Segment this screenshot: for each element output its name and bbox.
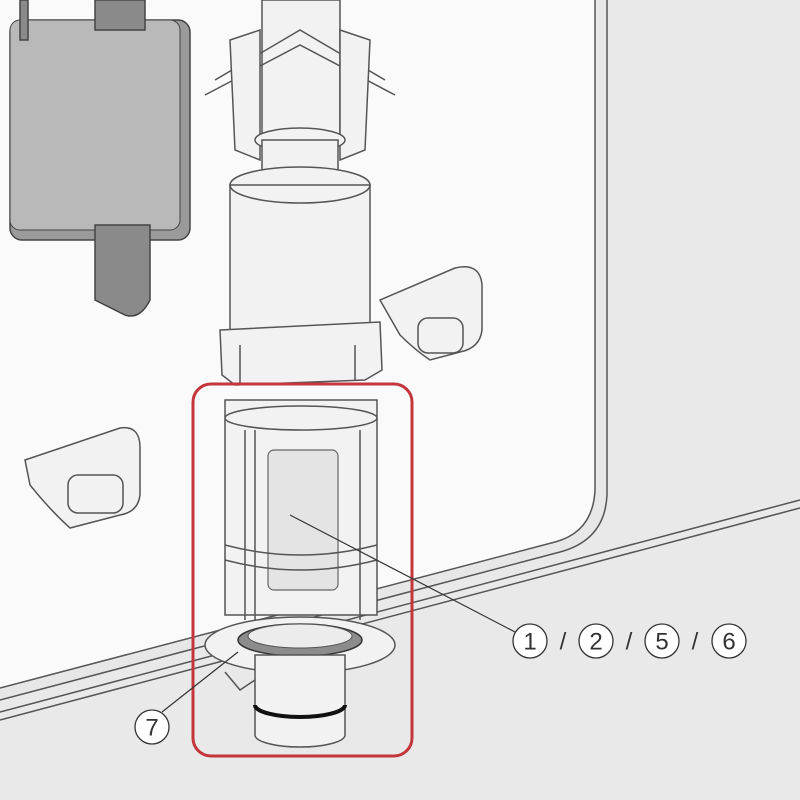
callout-2: 2 — [589, 629, 602, 656]
highlight-box — [191, 382, 414, 758]
callout-5: 5 — [655, 629, 668, 656]
leader-line-group — [289, 514, 516, 633]
flush-valve-upper — [204, 0, 396, 386]
callout-6: 6 — [722, 629, 735, 656]
separator: / — [692, 629, 699, 656]
separator: / — [626, 629, 633, 656]
callout-7: 7 — [145, 715, 158, 742]
fill-valve-block — [9, 0, 191, 317]
button-recess-right — [378, 266, 483, 361]
callout-group: 1 / 2 / 5 / 6 — [512, 623, 747, 659]
overflow-pipe-cage — [204, 399, 396, 748]
callout-7-group: 7 — [134, 709, 170, 745]
separator: / — [560, 629, 567, 656]
callout-1: 1 — [523, 629, 536, 656]
leader-line-7 — [161, 651, 239, 713]
button-recess-left — [24, 426, 141, 529]
